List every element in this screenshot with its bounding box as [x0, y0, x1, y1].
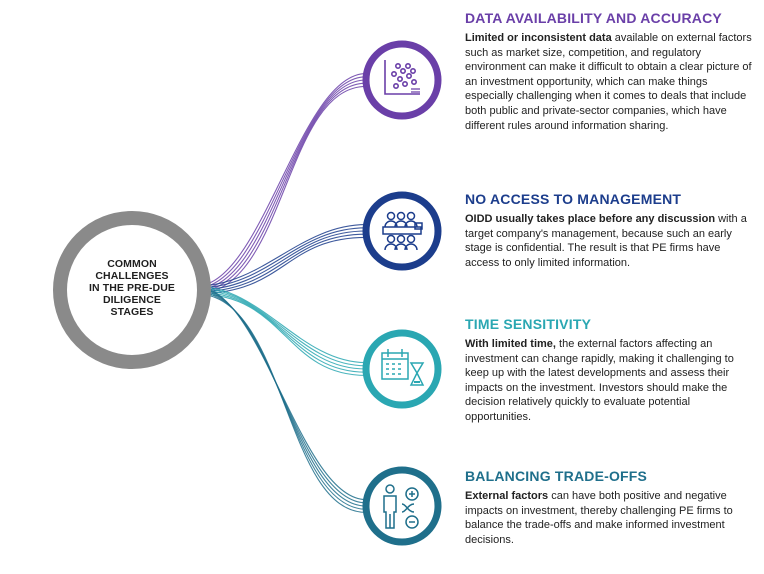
challenge-lead: With limited time,	[465, 338, 556, 350]
challenge-body: can have both positive and negative impa…	[465, 490, 733, 546]
challenge-title: TIME SENSITIVITY	[465, 316, 592, 332]
connector-line	[195, 293, 367, 376]
meeting-people-icon	[382, 211, 423, 251]
challenge-description: With limited time, the external factors …	[465, 337, 755, 425]
connector-line	[195, 76, 367, 289]
challenge-balancing: BALANCING TRADE-OFFS External factors ca…	[465, 468, 755, 547]
hub-label-line: DILIGENCE	[102, 294, 162, 306]
challenge-lead: External factors	[465, 490, 549, 502]
challenge-no-access: NO ACCESS TO MANAGEMENT OIDD usually tak…	[465, 191, 755, 270]
connector-line	[195, 85, 367, 295]
challenge-description: OIDD usually takes place before any disc…	[465, 212, 755, 270]
connector-line	[195, 293, 367, 513]
connector-line	[195, 224, 367, 287]
challenge-title: DATA AVAILABILITY AND ACCURACY	[465, 10, 722, 26]
connector-line	[195, 230, 367, 291]
hub-circle	[53, 211, 211, 369]
challenge-title: NO ACCESS TO MANAGEMENT	[465, 191, 682, 207]
challenge-time-sensitivity: TIME SENSITIVITY With limited time, the …	[465, 316, 755, 425]
challenge-description: Limited or inconsistent data available o…	[465, 31, 755, 133]
hub-label-line: IN THE PRE-DUE	[89, 282, 175, 294]
connector-line	[195, 79, 367, 291]
node-no-access	[362, 191, 442, 271]
challenge-lead: Limited or inconsistent data	[465, 32, 612, 44]
challenge-data-availability: DATA AVAILABILITY AND ACCURACY Limited o…	[465, 10, 755, 133]
connector-line	[195, 233, 367, 293]
node-time-sensitivity	[362, 329, 442, 409]
challenge-body: the external factors affecting an invest…	[465, 338, 734, 423]
connector-line	[195, 285, 367, 364]
scatter-plot-icon	[384, 60, 420, 95]
challenge-body: with a target company's management, beca…	[465, 213, 747, 269]
calendar-hourglass-icon	[381, 349, 425, 386]
hub-label-line: CHALLENGES	[95, 270, 169, 282]
connector-lines	[195, 73, 367, 513]
challenge-description: External factors can have both positive …	[465, 489, 755, 547]
connector-line	[195, 73, 367, 287]
hub-label-line: STAGES	[110, 306, 154, 318]
node-data-availability	[362, 40, 442, 120]
connector-line	[195, 289, 367, 507]
challenge-body: available on external factors such as ma…	[465, 32, 752, 132]
person-plus-minus-icon	[383, 484, 419, 529]
challenge-title: BALANCING TRADE-OFFS	[465, 468, 648, 484]
connector-line	[195, 227, 367, 289]
connector-line	[195, 289, 367, 370]
hub-label-line: COMMON	[107, 258, 157, 270]
node-balancing	[362, 466, 442, 546]
connector-line	[195, 291, 367, 373]
connector-line	[195, 287, 367, 367]
hub-label: COMMON CHALLENGES IN THE PRE-DUE DILIGEN…	[80, 258, 184, 318]
challenge-lead: OIDD usually takes place before any disc…	[465, 213, 716, 225]
